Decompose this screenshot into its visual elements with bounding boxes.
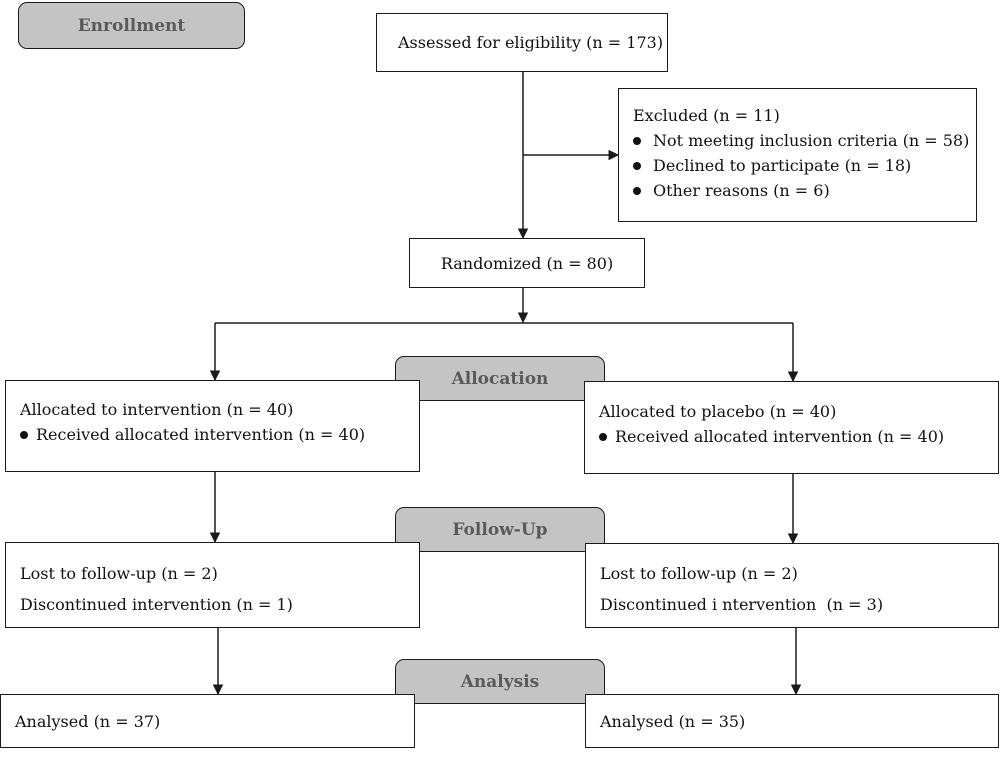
stage-follow-up: Follow-Up (395, 507, 605, 552)
excluded-item: Not meeting inclusion criteria (n = 58) (633, 128, 976, 153)
received-intervention-item: Received allocated intervention (n = 40) (20, 422, 419, 447)
excluded-item-label: Not meeting inclusion criteria (n = 58) (653, 131, 970, 150)
analysed-intervention-text: Analysed (n = 37) (15, 712, 161, 731)
excluded-item: Other reasons (n = 6) (633, 178, 976, 203)
received-placebo-item: Received allocated intervention (n = 40) (599, 424, 998, 449)
excluded-title: Excluded (n = 11) (633, 106, 780, 125)
allocation-intervention-box: Allocated to intervention (n = 40) Recei… (5, 380, 420, 472)
lost-placebo-text: Lost to follow-up (n = 2) (600, 564, 798, 583)
bullet-icon (599, 432, 607, 441)
lost-intervention-text: Lost to follow-up (n = 2) (20, 564, 218, 583)
analysis-placebo-box: Analysed (n = 35) (585, 694, 999, 748)
followup-intervention-box: Lost to follow-up (n = 2) Discontinued i… (5, 542, 420, 628)
assessed-text: Assessed for eligibility (n = 173) (398, 33, 664, 52)
randomized-text: Randomized (n = 80) (440, 253, 614, 273)
allocated-placebo-text: Allocated to placebo (n = 40) (599, 402, 837, 421)
excluded-item: Declined to participate (n = 18) (633, 153, 976, 178)
bullet-icon (633, 161, 641, 170)
followup-placebo-box: Lost to follow-up (n = 2) Discontinued i… (585, 543, 999, 628)
discontinued-placebo-text: Discontinued i ntervention (n = 3) (600, 595, 884, 614)
randomized-box: Randomized (n = 80) (409, 238, 645, 288)
analysed-placebo-text: Analysed (n = 35) (600, 712, 746, 731)
assessed-box: Assessed for eligibility (n = 173) (376, 13, 668, 72)
excluded-item-label: Declined to participate (n = 18) (653, 156, 912, 175)
stage-enrollment: Enrollment (18, 2, 245, 49)
allocation-placebo-box: Allocated to placebo (n = 40) Received a… (584, 381, 999, 474)
bullet-icon (633, 186, 641, 195)
analysis-intervention-box: Analysed (n = 37) (0, 694, 415, 748)
stage-allocation: Allocation (395, 356, 605, 401)
bullet-icon (20, 430, 28, 439)
received-intervention-text: Received allocated intervention (n = 40) (36, 425, 366, 444)
bullet-icon (633, 136, 641, 145)
excluded-item-label: Other reasons (n = 6) (653, 181, 830, 200)
excluded-box: Excluded (n = 11) Not meeting inclusion … (618, 88, 977, 222)
stage-analysis: Analysis (395, 659, 605, 704)
allocated-intervention-text: Allocated to intervention (n = 40) (20, 400, 294, 419)
discontinued-intervention-text: Discontinued intervention (n = 1) (20, 595, 293, 614)
received-placebo-text: Received allocated intervention (n = 40) (615, 427, 945, 446)
